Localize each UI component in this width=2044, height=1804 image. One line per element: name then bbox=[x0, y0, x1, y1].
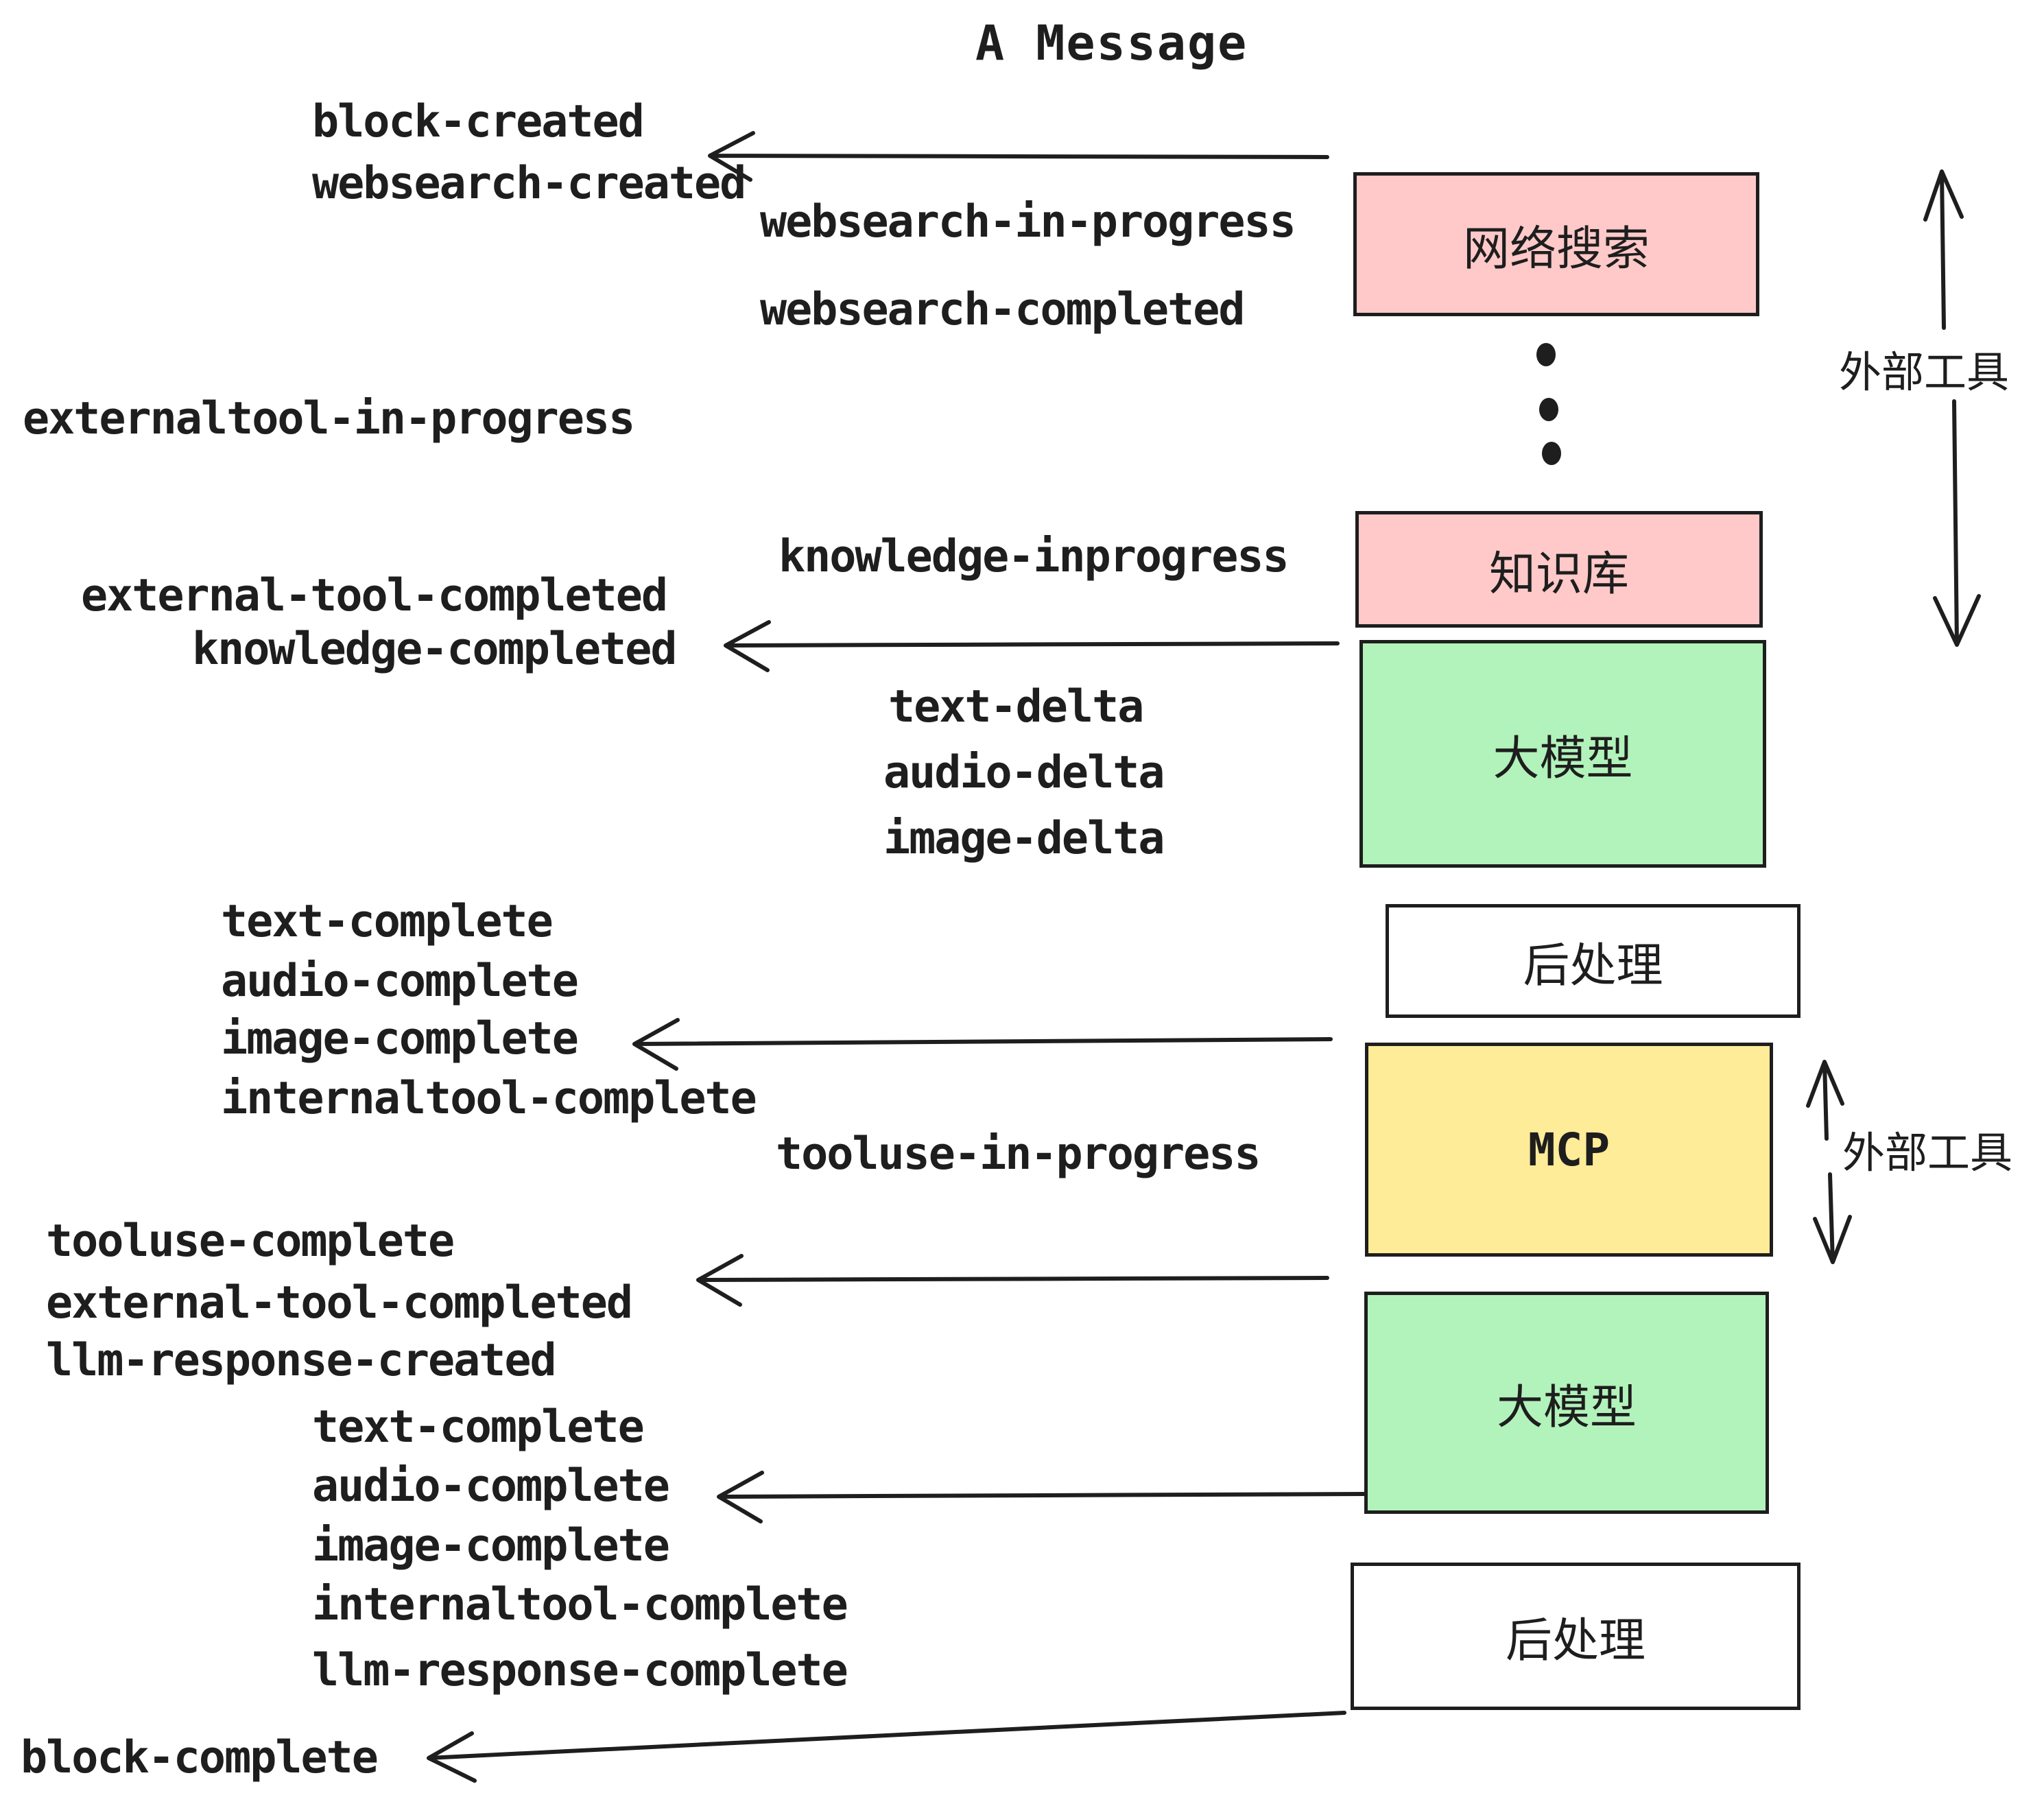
event-image-complete-2: image-complete bbox=[312, 1520, 670, 1571]
event-external-tool-completed-1: external-tool-completed bbox=[81, 570, 668, 621]
ellipsis-dots-icon bbox=[1536, 343, 1561, 465]
event-image-delta-1: image-delta bbox=[883, 813, 1165, 864]
box-llm-2: 大模型 bbox=[1364, 1292, 1769, 1514]
event-external-tool-completed-2: external-tool-completed bbox=[46, 1277, 633, 1329]
event-knowledge-completed: knowledge-completed bbox=[192, 624, 678, 675]
external-tools-1-up-arrow bbox=[1923, 169, 1964, 330]
diagram-title: A Message bbox=[975, 15, 1248, 71]
box-mcp-label: MCP bbox=[1528, 1123, 1611, 1176]
event-tooluse-in-progress: tooluse-in-progress bbox=[776, 1128, 1261, 1180]
box-llm-1: 大模型 bbox=[1359, 640, 1766, 868]
box-knowledge-label: 知识库 bbox=[1488, 547, 1629, 602]
event-image-complete-1: image-complete bbox=[221, 1013, 579, 1065]
event-audio-complete-2: audio-complete bbox=[312, 1460, 670, 1512]
event-text-complete-1: text-complete bbox=[221, 896, 554, 947]
event-internaltool-complete-1: internaltool-complete bbox=[221, 1073, 757, 1124]
arrow-to-block-complete bbox=[427, 1711, 1346, 1783]
external-tools-2-up-arrow bbox=[1806, 1060, 1844, 1141]
external-tools-2-down-arrow bbox=[1813, 1172, 1852, 1264]
box-websearch-label: 网络搜索 bbox=[1462, 222, 1650, 276]
event-tooluse-complete: tooluse-complete bbox=[46, 1215, 455, 1267]
event-audio-delta-1: audio-delta bbox=[883, 747, 1165, 798]
arrow-to-audio-complete bbox=[717, 1471, 1366, 1523]
box-llm-2-label: 大模型 bbox=[1496, 1380, 1637, 1435]
event-knowledge-inprogress: knowledge-inprogress bbox=[779, 531, 1290, 582]
event-websearch-created: websearch-created bbox=[312, 158, 746, 209]
arrow-to-external-tool-completed bbox=[696, 1254, 1329, 1307]
event-block-complete: block-complete bbox=[21, 1732, 379, 1783]
event-externaltool-in-progress: externaltool-in-progress bbox=[23, 393, 635, 444]
event-audio-complete-1: audio-complete bbox=[221, 956, 579, 1007]
box-knowledge: 知识库 bbox=[1355, 511, 1763, 628]
box-mcp: MCP bbox=[1365, 1043, 1773, 1257]
event-internaltool-complete-2: internaltool-complete bbox=[312, 1579, 848, 1630]
event-websearch-completed: websearch-completed bbox=[760, 284, 1246, 335]
arrow-to-image-complete bbox=[632, 1018, 1333, 1071]
arrow-to-knowledge-completed bbox=[724, 620, 1340, 672]
box-postprocess-2-label: 后处理 bbox=[1505, 1614, 1645, 1668]
box-postprocess-1-label: 后处理 bbox=[1523, 938, 1663, 993]
event-llm-response-created: llm-response-created bbox=[46, 1335, 557, 1386]
event-block-created: block-created bbox=[312, 96, 645, 147]
event-text-complete-2: text-complete bbox=[312, 1401, 645, 1453]
event-text-delta-1: text-delta bbox=[888, 681, 1144, 733]
box-postprocess-2: 后处理 bbox=[1351, 1563, 1801, 1710]
box-postprocess-1: 后处理 bbox=[1386, 904, 1801, 1018]
external-tools-1-down-arrow bbox=[1933, 399, 1981, 647]
event-websearch-in-progress: websearch-in-progress bbox=[760, 196, 1296, 248]
event-llm-response-complete: llm-response-complete bbox=[312, 1645, 848, 1696]
arrow-to-websearch-created bbox=[708, 131, 1329, 182]
side-label-external-tools-1: 外部工具 bbox=[1839, 347, 2010, 397]
box-llm-1-label: 大模型 bbox=[1493, 731, 1633, 786]
box-websearch: 网络搜索 bbox=[1353, 172, 1759, 316]
side-label-external-tools-2: 外部工具 bbox=[1842, 1128, 2013, 1178]
